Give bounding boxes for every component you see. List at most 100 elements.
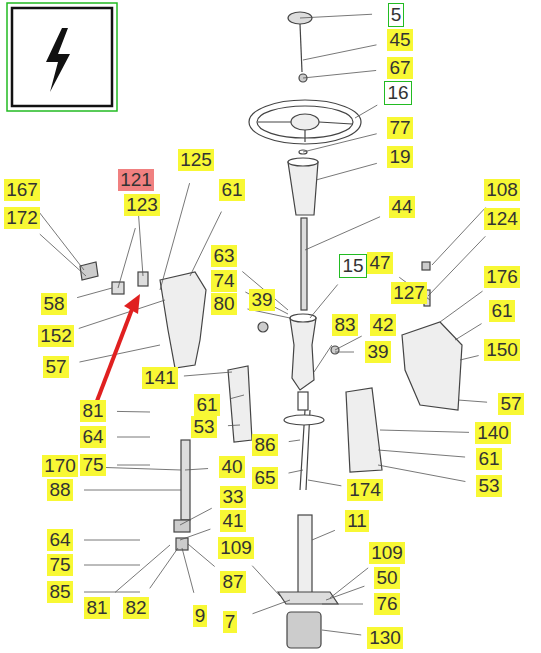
steering-parts — [80, 12, 462, 648]
callout-number: 140 — [475, 422, 511, 444]
leader-line — [322, 630, 361, 635]
callout-number: 53 — [191, 416, 216, 438]
leader-line — [312, 530, 335, 540]
callout-number: 77 — [387, 117, 412, 139]
leader-line — [303, 70, 376, 78]
callout-number: 19 — [387, 146, 412, 168]
callout-number: 45 — [387, 29, 412, 51]
leader-line — [316, 163, 377, 180]
leader-line — [314, 345, 332, 372]
callout-number: 127 — [391, 282, 427, 304]
leader-line — [440, 291, 483, 322]
callout-number: 11 — [345, 510, 369, 532]
callout-number: 108 — [484, 179, 520, 201]
leader-line — [230, 395, 244, 399]
callout-number: 61 — [219, 179, 244, 201]
leader-line — [84, 592, 140, 593]
leader-line — [378, 450, 465, 457]
callout-number: 109 — [218, 537, 254, 559]
callout-number: 86 — [252, 434, 277, 456]
callout-number: 75 — [47, 554, 72, 576]
callout-number: 170 — [42, 455, 78, 477]
callout-number: 75 — [80, 454, 105, 476]
leader-line — [150, 548, 178, 588]
callout-number: 41 — [220, 510, 245, 532]
leader-line — [84, 565, 140, 566]
callout-number: 176 — [484, 266, 520, 288]
leader-line — [77, 288, 112, 298]
callout-number: 61 — [194, 394, 219, 416]
leader-line — [303, 134, 377, 152]
leader-line — [380, 430, 469, 432]
callout-number: 80 — [211, 293, 236, 315]
leader-line — [322, 604, 363, 605]
leader-line — [455, 324, 482, 340]
callout-number: 57 — [43, 356, 68, 378]
callout-number: 16 — [384, 81, 411, 105]
electric-symbol — [46, 28, 70, 92]
leader-line — [117, 411, 150, 413]
symbol-frame — [7, 3, 117, 111]
leader-line — [252, 566, 280, 596]
leader-line — [79, 300, 165, 328]
callout-number: 63 — [211, 245, 236, 267]
pointer-arrowhead — [124, 294, 140, 314]
leader-line — [253, 600, 290, 614]
leader-line — [335, 336, 362, 350]
leader-line — [182, 548, 194, 593]
leader-line — [458, 400, 487, 402]
callout-number: 82 — [123, 597, 148, 619]
callout-number: 172 — [4, 207, 40, 229]
leader-line — [115, 545, 170, 592]
leader-line — [40, 234, 86, 276]
callout-number: 40 — [219, 456, 244, 478]
leader-line — [117, 437, 150, 438]
callout-number: 152 — [38, 325, 74, 347]
callout-number: 74 — [211, 270, 236, 292]
leader-line — [305, 217, 380, 250]
leader-line — [300, 14, 372, 18]
leader-line — [188, 544, 215, 567]
callout-number: 81 — [80, 400, 105, 422]
leader-line — [185, 469, 208, 470]
callout-number: 5 — [388, 3, 405, 27]
callout-number: 88 — [47, 479, 72, 501]
leader-line — [84, 540, 140, 541]
leader-line — [180, 508, 212, 525]
callout-number: 47 — [367, 252, 392, 274]
callout-number: 130 — [367, 627, 403, 649]
callout-number: 61 — [476, 448, 501, 470]
callout-number: 58 — [41, 293, 66, 315]
leader-line — [289, 440, 300, 442]
callout-number: 57 — [498, 393, 523, 415]
callout-number: 123 — [124, 194, 160, 216]
callout-number: 7 — [223, 611, 238, 633]
callout-number: 109 — [369, 542, 405, 564]
callout-number: 15 — [339, 254, 366, 278]
leader-line — [242, 271, 288, 310]
callout-number: 9 — [193, 605, 208, 627]
leader-line — [288, 470, 303, 473]
leader-line — [310, 284, 338, 318]
callout-number: 83 — [332, 314, 357, 336]
leader-line — [303, 45, 376, 60]
callout-number: 150 — [484, 339, 520, 361]
callout-number: 125 — [178, 149, 214, 171]
callout-number: 61 — [489, 300, 514, 322]
callout-number: 167 — [4, 179, 40, 201]
callout-number: 50 — [374, 567, 399, 589]
leader-line — [228, 425, 240, 427]
leader-line — [326, 586, 364, 600]
leader-line — [180, 529, 210, 540]
leader-line — [428, 236, 485, 296]
callout-number: 85 — [47, 581, 72, 603]
callout-number: 65 — [252, 467, 277, 489]
symbol-frame — [12, 8, 112, 106]
callout-number: 76 — [374, 593, 399, 615]
callout-number: 33 — [220, 486, 245, 508]
leader-line — [84, 490, 181, 491]
callout-number: 64 — [80, 426, 105, 448]
leader-line — [184, 372, 232, 376]
callout-number: 174 — [347, 479, 383, 501]
